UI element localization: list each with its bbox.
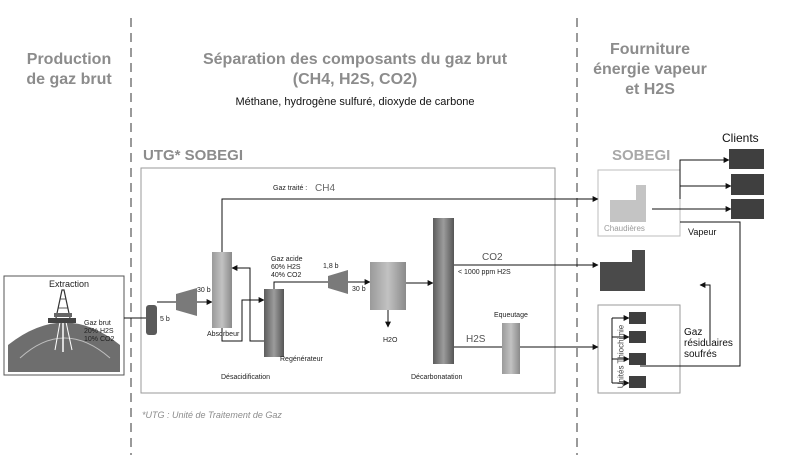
decarbonatation-column (433, 218, 454, 364)
utg-title: UTG* SOBEGI (143, 147, 244, 164)
gaz-acide-line3: 40% CO2 (271, 272, 302, 279)
pressure-1-8b: 1,8 b (323, 263, 339, 270)
gaz-brut-label: Gaz brut 20% H2S 10% CO2 (84, 320, 114, 344)
sobegi-chaudiere-box (597, 169, 681, 237)
equeutage-column (502, 323, 520, 374)
inlet-vessel (146, 305, 157, 335)
extraction-label: Extraction (49, 279, 90, 289)
client-2 (731, 174, 764, 195)
client-1 (729, 149, 764, 169)
header-production: Production de gaz brut (10, 50, 128, 90)
header-production-line1: Production (26, 51, 112, 68)
header-separation: Séparation des composants du gaz brut (C… (140, 50, 570, 90)
absorbeur-label: Absorbeur (207, 331, 240, 338)
thio-unit-4 (629, 376, 646, 388)
chaudiere-icon (610, 185, 646, 222)
extraction-box (3, 275, 125, 376)
absorbeur-column (212, 252, 232, 328)
gaz-residuaires-line3: soufrés (684, 349, 717, 360)
client-3 (731, 199, 764, 219)
header-separation-line2: (CH4, H2S, CO2) (292, 71, 418, 88)
gaz-brut-line1: Gaz brut (84, 320, 111, 327)
regenerateur-label: Regénérateur (280, 356, 323, 363)
ch4-label: CH4 (315, 183, 336, 194)
co2-ppm-label: < 1000 ppm H2S (458, 269, 511, 276)
footnote: *UTG : Unité de Traitement de Gaz (142, 410, 282, 420)
well-icon (8, 289, 120, 372)
gaz-acide-line1: Gaz acide (271, 256, 303, 263)
regenerateur-column (264, 289, 284, 357)
gaz-residuaires-label: Gaz résiduaires soufrés (684, 327, 733, 360)
h2o-label: H2O (383, 337, 398, 344)
thio-unit-1 (629, 312, 646, 324)
pressure-5b: 5 b (160, 316, 170, 323)
co2-label: CO2 (482, 252, 503, 263)
header-fourniture: Fourniture énergie vapeur et H2S (585, 40, 715, 100)
utg-box (140, 167, 556, 394)
clients-label: Clients (722, 131, 759, 145)
chaudieres-label: Chaudières (604, 224, 645, 233)
header-fourniture-line1: Fourniture (610, 41, 690, 58)
header-production-line2: de gaz brut (26, 71, 112, 88)
gaz-brut-line2: 20% H2S (84, 328, 114, 335)
desacidification-label: Désacidification (221, 374, 271, 381)
compressor-2 (328, 270, 348, 294)
decarbonatation-label: Décarbonatation (411, 374, 463, 381)
separation-description: Méthane, hydrogène sulfuré, dioxyde de c… (235, 96, 475, 108)
header-separation-line1: Séparation des composants du gaz brut (202, 51, 508, 68)
equeutage-label: Equeutage (494, 312, 528, 319)
header-fourniture-line2: énergie vapeur (593, 61, 707, 78)
h2s-label: H2S (466, 334, 486, 345)
gaz-brut-line3: 10% CO2 (84, 336, 115, 343)
thio-unit-3 (629, 353, 646, 365)
gaz-acide-line2: 60% H2S (271, 264, 301, 271)
pressure-30b-a: 30 b (197, 287, 211, 294)
header-fourniture-line3: et H2S (625, 81, 675, 98)
gaz-acide-label: Gaz acide 60% H2S 40% CO2 (271, 256, 303, 280)
unites-thiochimie-label: Unités Thiochimie (616, 324, 626, 389)
sobegi-title: SOBEGI (612, 147, 671, 164)
gaz-traite-label: Gaz traité : (273, 185, 308, 192)
compressor-1 (176, 288, 197, 316)
co2-plant (600, 250, 645, 291)
thio-unit-2 (629, 331, 646, 343)
vapeur-label: Vapeur (688, 227, 717, 237)
pressure-30b-b: 30 b (352, 286, 366, 293)
gaz-residuaires-line1: Gaz (684, 327, 703, 338)
separator-tank (370, 262, 406, 310)
gaz-residuaires-line2: résiduaires (684, 338, 733, 349)
